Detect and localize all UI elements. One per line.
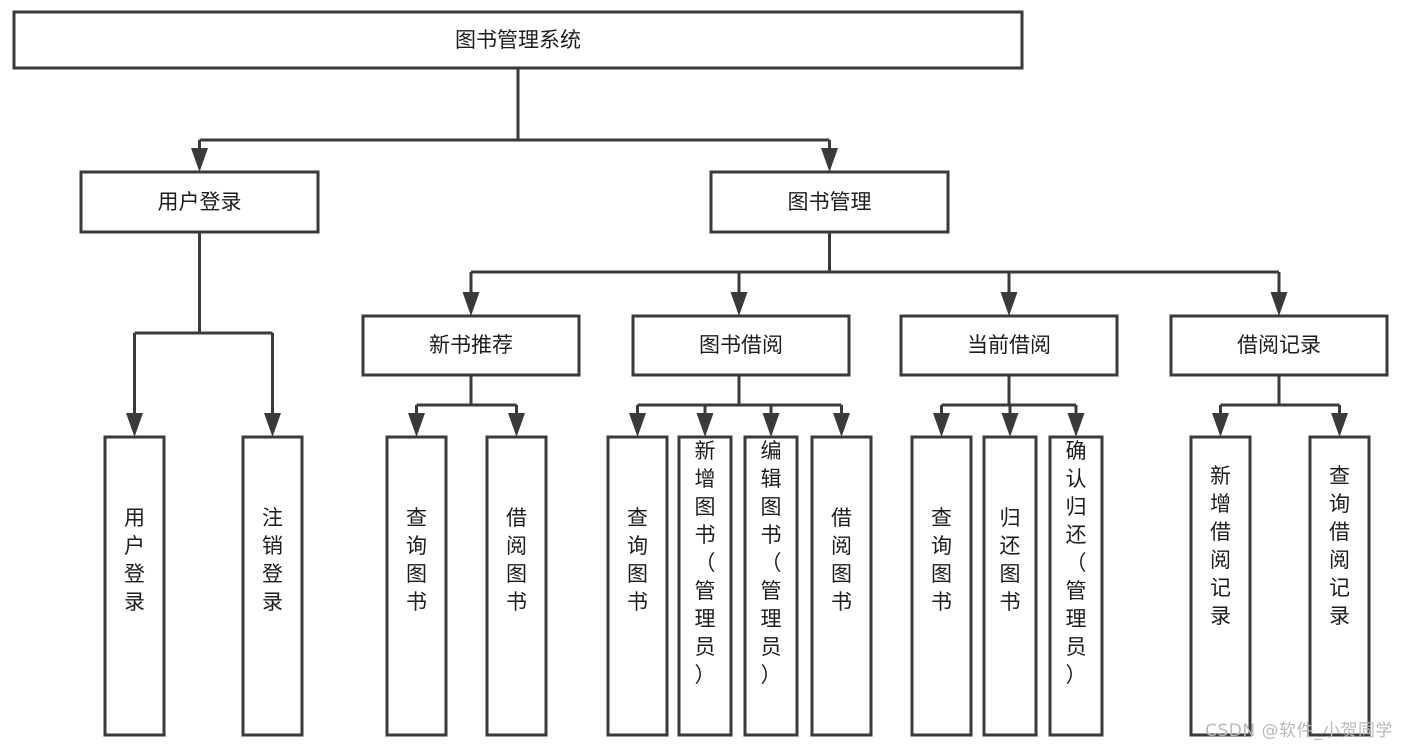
arrow-to-book-borrow [730,292,748,316]
arrow-to-leaf-borrow-book-2 [833,413,850,437]
node-borrow-record[interactable]: 借阅记录 [1169,314,1389,377]
arrow-to-current-borrow [1000,292,1018,316]
arrow-to-leaf-query-book-2 [629,413,646,437]
leaf-logout[interactable]: 注销登录 [241,435,304,737]
arrow-to-new-book [462,292,480,316]
edge-newbook-bus [415,375,518,419]
node-root-system-label: 图书管理系统 [455,28,581,52]
node-root-system-box[interactable] [12,10,1024,70]
node-root-system[interactable]: 图书管理系统 [12,10,1024,70]
leaf-add-book-admin[interactable]: 新增图书（管理员） [677,435,733,737]
leaf-add-borrow-record-box[interactable] [1189,435,1252,737]
arrow-to-leaf-confirm-return [1067,413,1085,437]
leaf-add-book-admin-label: 新增图书（管理员） [695,439,716,687]
edge-bookmgmt-bus [469,232,1281,298]
leaf-query-borrow-record[interactable]: 查询借阅记录 [1308,435,1371,737]
leaf-confirm-return-admin[interactable]: 确认归还（管理员） [1048,435,1104,737]
leaf-borrow-book-newbook-box[interactable] [485,435,548,737]
edge-userlogin-bus [133,232,274,419]
leaf-return-book[interactable]: 归还图书 [982,435,1038,737]
leaf-logout-label: 注销登录 [262,506,283,614]
arrow-to-user-login [191,148,208,172]
node-new-book-recommend-box[interactable] [361,314,581,377]
leaf-borrow-book-borrow-box[interactable] [810,435,873,737]
arrow-to-leaf-borrow-book-1 [508,413,525,437]
node-book-borrow-box[interactable] [631,314,851,377]
leaf-borrow-book-newbook[interactable]: 借阅图书 [485,435,548,737]
leaf-edit-book-admin-box[interactable] [743,435,799,737]
node-current-borrow-label: 当前借阅 [967,333,1051,357]
leaf-borrow-book-borrow[interactable]: 借阅图书 [810,435,873,737]
arrowhead-layer [126,148,1348,437]
arrow-to-borrow-record [1270,292,1288,316]
leaf-edit-book-admin[interactable]: 编辑图书（管理员） [743,435,799,737]
node-current-borrow-box[interactable] [899,314,1119,377]
node-current-borrow[interactable]: 当前借阅 [899,314,1119,377]
arrow-to-leaf-query-record [1331,413,1348,437]
node-book-borrow[interactable]: 图书借阅 [631,314,851,377]
leaf-user-login-box[interactable] [103,435,166,737]
leaf-user-login-label: 用户登录 [124,506,145,614]
arrow-to-leaf-query-book-1 [408,413,425,437]
connector-layer [133,68,1341,419]
leaf-add-borrow-record[interactable]: 新增借阅记录 [1189,435,1252,737]
node-book-management-label: 图书管理 [788,190,872,214]
leaf-edit-book-admin-label: 编辑图书（管理员） [761,439,782,687]
arrow-to-leaf-query-book-3 [933,413,950,437]
arrow-to-leaf-user-login [126,413,143,437]
edge-current-bus [940,375,1078,419]
leaf-return-book-label: 归还图书 [1000,506,1021,614]
arrow-to-leaf-logout [264,413,281,437]
node-user-login[interactable]: 用户登录 [79,170,320,234]
leaf-logout-box[interactable] [241,435,304,737]
node-user-login-box[interactable] [79,170,320,234]
node-book-management[interactable]: 图书管理 [709,170,950,234]
leaf-query-book-borrow-label: 查询图书 [627,506,648,614]
leaf-query-book-current-box[interactable] [910,435,973,737]
leaf-query-borrow-record-label: 查询借阅记录 [1329,464,1350,628]
leaf-confirm-return-admin-label: 确认归还（管理员） [1066,439,1087,687]
leaf-borrow-book-borrow-label: 借阅图书 [831,506,852,614]
node-new-book-recommend-label: 新书推荐 [429,333,513,357]
leaf-user-login[interactable]: 用户登录 [103,435,166,737]
arrow-to-leaf-add-book [696,413,714,437]
leaf-query-borrow-record-box[interactable] [1308,435,1371,737]
arrow-to-book-mgmt [821,148,838,172]
leaf-query-book-newbook[interactable]: 查询图书 [385,435,448,737]
leaf-borrow-book-newbook-label: 借阅图书 [506,506,527,614]
node-borrow-record-label: 借阅记录 [1237,333,1321,357]
node-borrow-record-box[interactable] [1169,314,1389,377]
leaf-query-book-current-label: 查询图书 [931,506,952,614]
edge-record-bus [1219,375,1341,419]
leaf-return-book-box[interactable] [982,435,1038,737]
leaf-query-book-newbook-label: 查询图书 [406,506,427,614]
node-book-borrow-label: 图书借阅 [699,333,783,357]
leaf-confirm-return-admin-box[interactable] [1048,435,1104,737]
arrow-to-leaf-edit-book [762,413,780,437]
leaf-node-layer: 用户登录 注销登录 查询图书 借阅图书 查询图书 新增图书（管理员） [103,435,1371,737]
edge-root-bus [198,68,831,154]
leaf-add-borrow-record-label: 新增借阅记录 [1210,464,1231,628]
leaf-query-book-newbook-box[interactable] [385,435,448,737]
node-new-book-recommend[interactable]: 新书推荐 [361,314,581,377]
leaf-query-book-borrow-box[interactable] [606,435,669,737]
leaf-query-book-current[interactable]: 查询图书 [910,435,973,737]
leaf-query-book-borrow[interactable]: 查询图书 [606,435,669,737]
leaf-add-book-admin-box[interactable] [677,435,733,737]
edge-borrow-bus [636,375,843,419]
arrow-to-leaf-return-book [1001,413,1019,437]
arrow-to-leaf-add-record [1212,413,1229,437]
node-book-management-box[interactable] [709,170,950,234]
node-user-login-label: 用户登录 [158,190,242,214]
